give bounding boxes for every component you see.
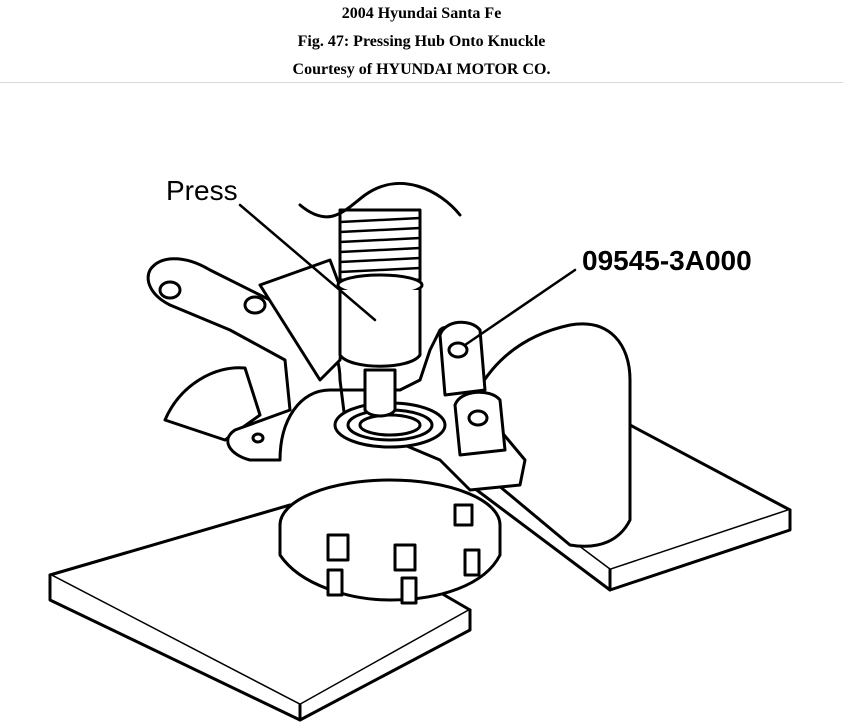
press-label: Press	[166, 175, 238, 206]
wheel-hub	[278, 478, 502, 602]
press-leader	[238, 203, 377, 322]
dust-shield-left	[163, 366, 262, 442]
leader-lines	[238, 203, 577, 347]
figure-caption: Fig. 47: Pressing Hub Onto Knuckle	[297, 33, 546, 50]
tool-leader	[463, 268, 577, 347]
wheel-studs	[326, 503, 481, 605]
knuckle-bolt-holes	[158, 280, 267, 444]
press-ram	[336, 208, 424, 418]
credit-line: Courtesy of HYUNDAI MOTOR CO.	[292, 61, 551, 78]
header-divider	[0, 82, 843, 83]
document-header: 2004 Hyundai Santa Fe Fig. 47: Pressing …	[0, 0, 843, 82]
tool-number-label: 09545-3A000	[582, 245, 752, 276]
press-cable	[298, 182, 462, 219]
backing-plate	[458, 322, 632, 548]
hub-press-diagram: Press 09545-3A000	[48, 175, 792, 722]
vehicle-title: 2004 Hyundai Santa Fe	[341, 5, 502, 22]
